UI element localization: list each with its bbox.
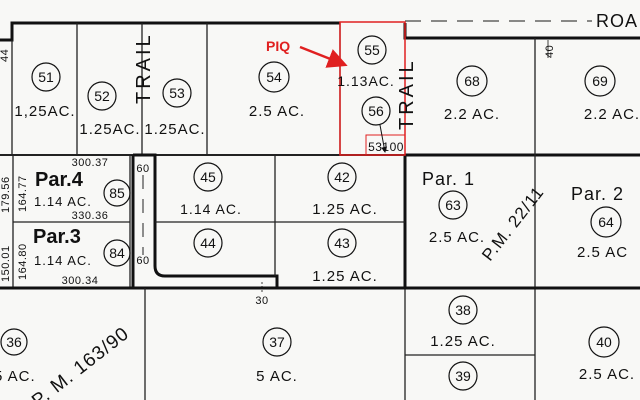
piq-label: PIQ bbox=[266, 38, 290, 54]
parcel-map-reference: P.M. 22/11 bbox=[478, 183, 548, 265]
parcel-number: 85 bbox=[109, 185, 125, 201]
parcel-number: 38 bbox=[455, 302, 471, 318]
parcel-number: 53 bbox=[169, 85, 185, 101]
parcel-number: 52 bbox=[94, 88, 110, 104]
dimension-150-01: 150.01 bbox=[0, 245, 12, 282]
parcel-map-reference: P. M. 163/90 bbox=[28, 323, 133, 400]
parcel-acreage: 2.5 AC. bbox=[579, 366, 635, 383]
parcel-number: 43 bbox=[334, 235, 350, 251]
parcel-64[interactable]: Par. 2 64 2.5 AC bbox=[571, 184, 628, 261]
trail-label: TRAIL bbox=[133, 32, 155, 104]
trail-road-outline bbox=[133, 153, 279, 288]
parcel-number: 37 bbox=[269, 334, 285, 350]
dimension-164-80: 164.80 bbox=[17, 243, 29, 280]
leader-arrow-icon bbox=[379, 124, 388, 153]
parcel-number: 36 bbox=[6, 334, 22, 350]
dimension-300-37: 300.37 bbox=[72, 157, 109, 169]
road-label: ROA bbox=[596, 11, 638, 31]
parcel-39[interactable]: 39 bbox=[448, 361, 478, 391]
parcel-acreage: 1.25 AC. bbox=[312, 268, 378, 285]
parcel-acreage: 5 AC. bbox=[0, 368, 36, 385]
parcel-84[interactable]: Par.3 1.14 AC. 84 bbox=[33, 226, 131, 268]
boundary-lines bbox=[0, 20, 640, 400]
parcel-number: 42 bbox=[334, 169, 350, 185]
parcel-54[interactable]: 54 2.5 AC. bbox=[249, 61, 305, 120]
parcel-number: 63 bbox=[445, 197, 461, 213]
top-boundary bbox=[0, 21, 340, 42]
parcel-acreage: 1.25AC. bbox=[79, 121, 140, 138]
parcel-85[interactable]: Par.4 1.14 AC. 85 bbox=[34, 169, 131, 209]
parcel-69[interactable]: 69 2.2 AC. bbox=[584, 65, 640, 123]
parcel-acreage: 1.25AC. bbox=[144, 121, 205, 138]
parcel-acreage: 2.2 AC. bbox=[584, 106, 640, 123]
piq-arrow-icon bbox=[299, 45, 348, 68]
parcel-acreage: 2.2 AC. bbox=[444, 106, 500, 123]
parcel-number: 55 bbox=[364, 42, 380, 58]
parcel-38[interactable]: 38 1.25 AC. bbox=[430, 295, 496, 350]
parcel-acreage: 2.5 AC bbox=[577, 244, 628, 261]
parcel-number: 54 bbox=[266, 69, 282, 85]
parcel-acreage: 1.25 AC. bbox=[312, 201, 378, 218]
parcel-name: Par.3 bbox=[33, 226, 81, 248]
dimension-330-36: 330.36 bbox=[72, 210, 109, 222]
parcel-acreage: 5 AC. bbox=[256, 368, 298, 385]
parcel-36[interactable]: 36 5 AC. bbox=[0, 328, 36, 385]
parcel-acreage: 1.25 AC. bbox=[430, 333, 496, 350]
parcel-number: 51 bbox=[38, 69, 54, 85]
dimension-300-34: 300.34 bbox=[62, 275, 99, 287]
parcel-number: 84 bbox=[109, 245, 125, 261]
parcel-acreage: 2.5 AC. bbox=[249, 103, 305, 120]
parcel-number: 56 bbox=[368, 103, 384, 119]
dimension-60: 60 bbox=[136, 255, 149, 267]
parcel-name: Par. 1 bbox=[422, 169, 475, 189]
parcel-name: Par.4 bbox=[35, 169, 84, 191]
parcel-63[interactable]: Par. 1 63 2.5 AC. bbox=[422, 169, 485, 246]
dimension-44: 44 bbox=[0, 49, 11, 62]
parcel-40[interactable]: 40 2.5 AC. bbox=[579, 326, 635, 383]
parcel-number: 45 bbox=[200, 169, 216, 185]
parcel-acreage: 2.5 AC. bbox=[429, 229, 485, 246]
parcel-number: 40 bbox=[596, 334, 612, 350]
dimension-40: 40 bbox=[544, 45, 556, 58]
parcel-37[interactable]: 37 5 AC. bbox=[256, 327, 298, 385]
parcel-name: Par. 2 bbox=[571, 184, 624, 204]
parcel-55[interactable]: 55 1.13AC. bbox=[337, 35, 395, 89]
parcel-number: 68 bbox=[464, 73, 480, 89]
parcel-acreage: 1,25AC. bbox=[14, 103, 75, 120]
dimension-179-56: 179.56 bbox=[0, 176, 12, 213]
parcel-52[interactable]: 52 1.25AC. bbox=[79, 81, 140, 138]
parcel-number: 39 bbox=[455, 368, 471, 384]
dimension-53100: 53100 bbox=[368, 140, 404, 154]
parcel-53[interactable]: 53 1.25AC. bbox=[144, 78, 205, 138]
parcel-acreage: 1.13AC. bbox=[337, 73, 395, 89]
parcel-53100-box bbox=[365, 134, 406, 156]
parcel-number: 69 bbox=[592, 73, 608, 89]
parcel-acreage: 1.14 AC. bbox=[34, 194, 92, 209]
parcel-number: 44 bbox=[200, 235, 216, 251]
parcel-42[interactable]: 42 1.25 AC. bbox=[312, 162, 378, 218]
parcel-number: 64 bbox=[598, 214, 614, 230]
dimension-30: 30 bbox=[255, 295, 268, 307]
parcel-44[interactable]: 44 bbox=[193, 228, 223, 258]
parcel-43[interactable]: 43 1.25 AC. bbox=[312, 228, 378, 285]
parcel-56[interactable]: 56 bbox=[361, 96, 391, 126]
parcel-51[interactable]: 51 1,25AC. bbox=[14, 62, 75, 120]
parcel-45[interactable]: 45 1.14 AC. bbox=[180, 162, 242, 217]
trail-label: TRAIL bbox=[396, 58, 418, 130]
parcel-acreage: 1.14 AC. bbox=[34, 253, 92, 268]
dimension-60: 60 bbox=[136, 163, 149, 175]
parcel-68[interactable]: 68 2.2 AC. bbox=[444, 65, 500, 123]
dimension-164-77: 164.77 bbox=[17, 175, 29, 212]
parcel-acreage: 1.14 AC. bbox=[180, 201, 242, 217]
